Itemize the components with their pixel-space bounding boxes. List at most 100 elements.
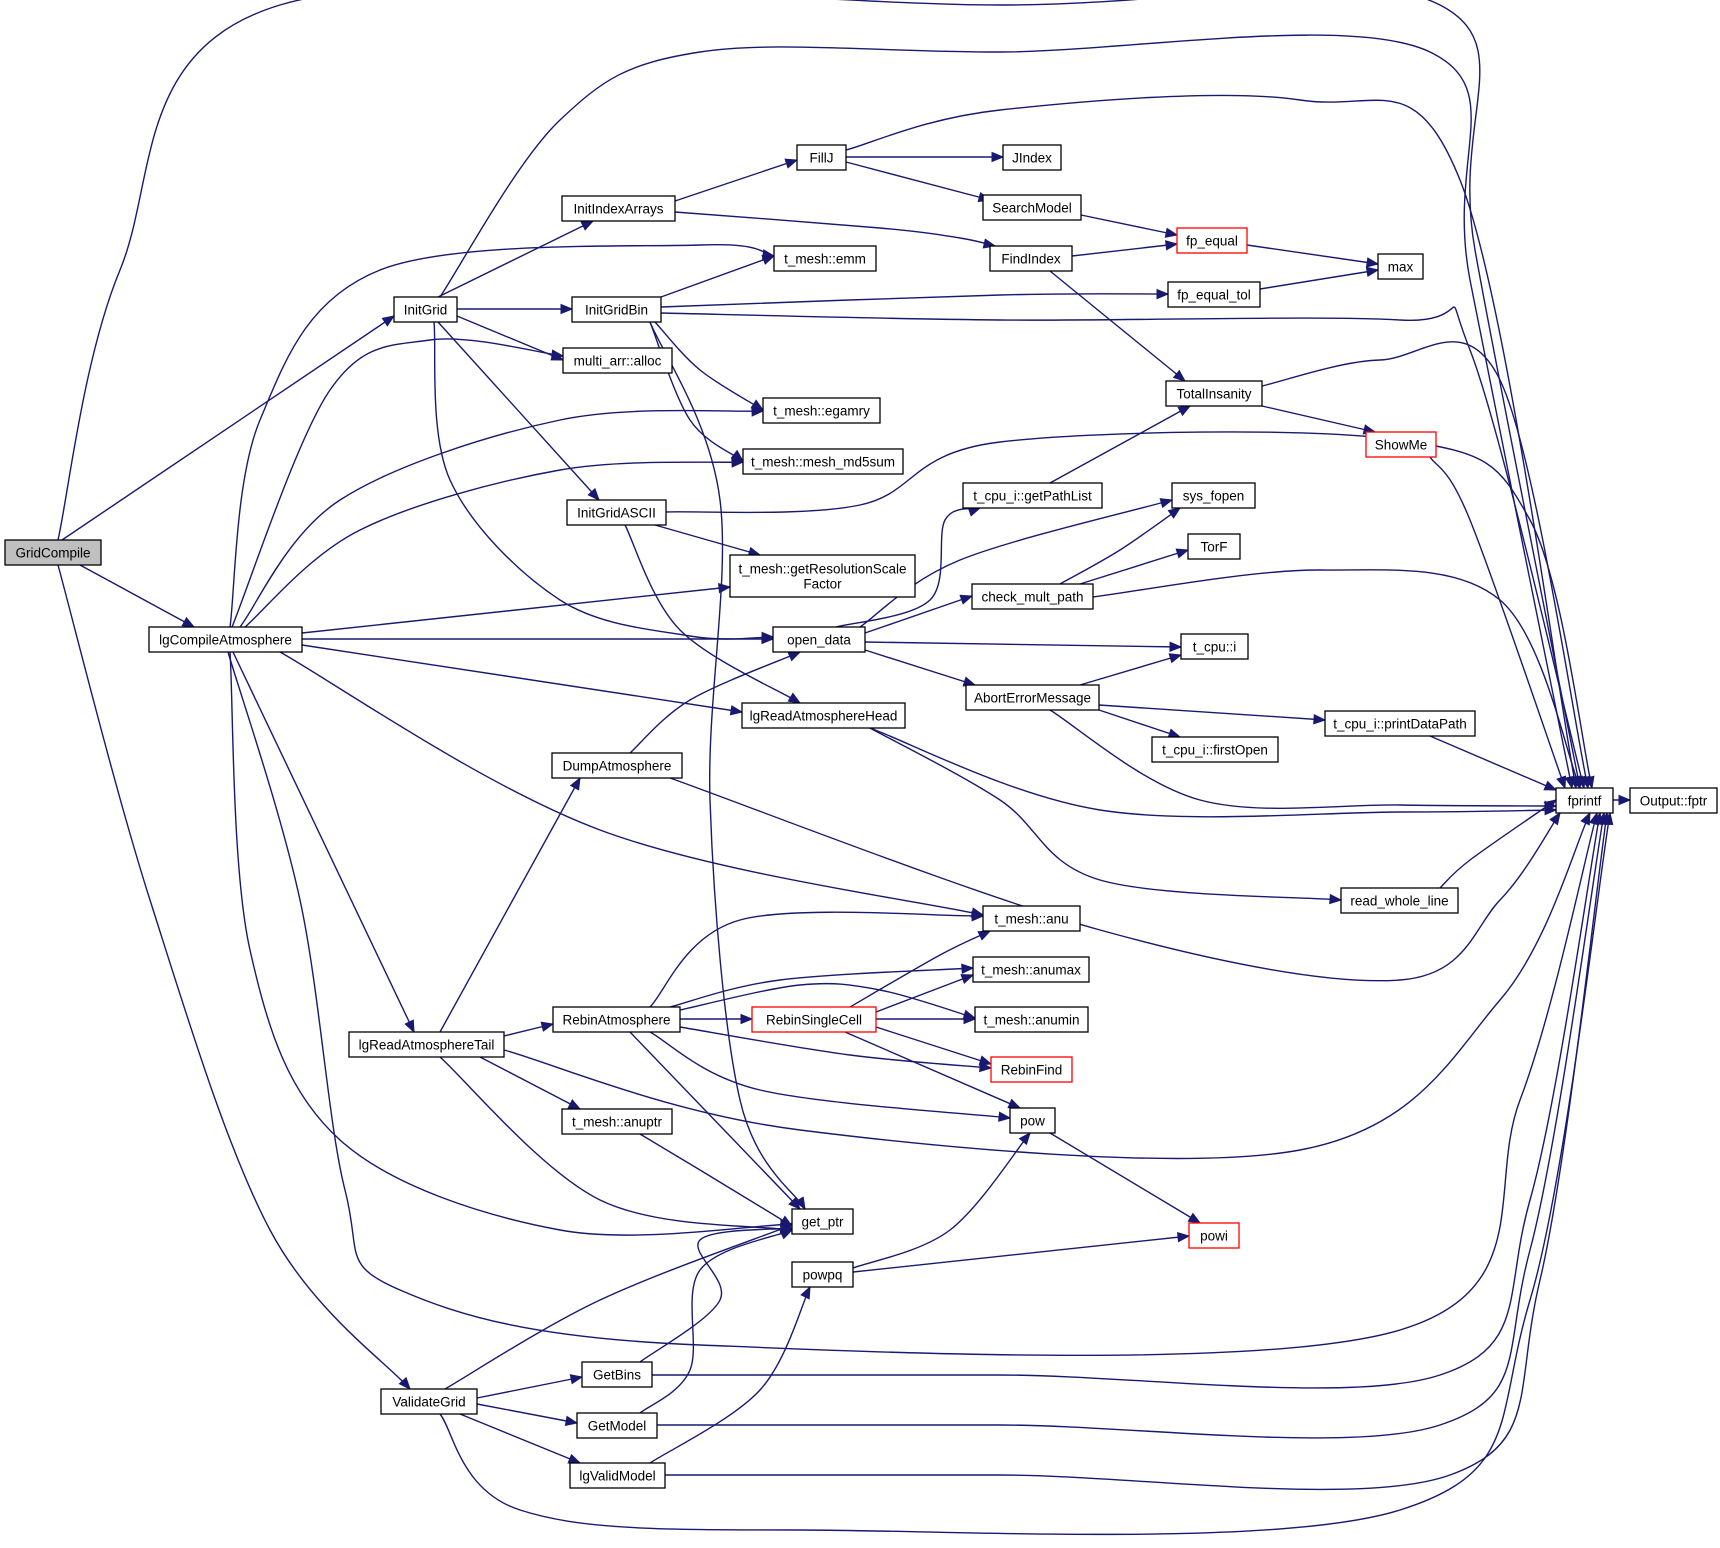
node-fp_equal[interactable]: fp_equal: [1176, 227, 1248, 254]
node-label: t_mesh::anu: [994, 912, 1068, 927]
edge-FindIndex-to-fp_equal: [1071, 240, 1179, 257]
node-t_cpu_i_printDataPath[interactable]: t_cpu_i::printDataPath: [1324, 710, 1476, 737]
node-box: [1340, 887, 1459, 914]
node-fprintf[interactable]: fprintf: [1555, 787, 1614, 814]
edge-arrowhead: [569, 776, 581, 791]
edge-line: [844, 1031, 1021, 1109]
edge-RebinAtmosphere-to-get_ptr: [629, 1031, 801, 1210]
node-t_mesh_anumin[interactable]: t_mesh::anumin: [974, 1006, 1089, 1033]
node-InitGridASCII[interactable]: InitGridASCII: [566, 499, 667, 526]
edge-ValidateGrid-to-lgValidModel: [459, 1413, 582, 1464]
edge-arrowhead: [1580, 811, 1591, 826]
edge-t_cpu_i_printDataPath-to-fprintf: [1429, 735, 1558, 791]
node-box: [1002, 144, 1062, 171]
edge-line: [1049, 405, 1191, 484]
node-t_mesh_anuptr[interactable]: t_mesh::anuptr: [561, 1108, 673, 1135]
node-label: Output::fptr: [1640, 794, 1708, 809]
node-GetModel[interactable]: GetModel: [576, 1412, 658, 1439]
node-t_mesh_egamry[interactable]: t_mesh::egamry: [762, 397, 881, 424]
edge-line: [229, 244, 775, 628]
node-t_cpu_i_firstOpen[interactable]: t_cpu_i::firstOpen: [1151, 736, 1279, 763]
edge-lgReadAtmosphereTail-to-DumpAtmosphere: [439, 776, 581, 1033]
node-lgReadAtmosphereHead[interactable]: lgReadAtmosphereHead: [741, 702, 906, 729]
node-RebinFind[interactable]: RebinFind: [990, 1056, 1073, 1083]
node-label: TotalInsanity: [1176, 387, 1251, 402]
node-GetBins[interactable]: GetBins: [581, 1361, 653, 1388]
node-powpq[interactable]: powpq: [791, 1261, 854, 1288]
node-max[interactable]: max: [1377, 253, 1424, 280]
node-box: [561, 195, 676, 222]
node-multi_arr_alloc[interactable]: multi_arr::alloc: [562, 347, 673, 374]
edge-AbortErrorMessage-to-fprintf: [1049, 709, 1558, 812]
node-FindIndex[interactable]: FindIndex: [989, 245, 1073, 272]
node-t_mesh_anumax[interactable]: t_mesh::anumax: [972, 956, 1090, 983]
node-get_ptr[interactable]: get_ptr: [791, 1208, 854, 1235]
node-TorF[interactable]: TorF: [1187, 533, 1241, 560]
node-t_mesh_mesh_md5sum[interactable]: t_mesh::mesh_md5sum: [742, 448, 904, 475]
node-box: [551, 752, 683, 779]
edge-arrowhead: [1164, 227, 1179, 238]
edge-lgCompileAtmosphere-to-t_mesh_mesh_md5sum: [244, 457, 745, 628]
edge-line: [656, 812, 1605, 1439]
node-label: RebinFind: [1001, 1063, 1063, 1078]
node-lgValidModel[interactable]: lgValidModel: [569, 1462, 666, 1489]
node-Output_fptr[interactable]: Output::fptr: [1629, 787, 1718, 814]
node-lgReadAtmosphereTail[interactable]: lgReadAtmosphereTail: [348, 1031, 505, 1058]
edge-fp_equal-to-max: [1246, 244, 1380, 268]
node-GridCompile[interactable]: GridCompile: [4, 539, 102, 566]
node-label: get_ptr: [801, 1215, 844, 1230]
edge-arrowhead: [740, 1013, 754, 1025]
edge-arrowhead: [960, 974, 975, 984]
edge-line: [649, 321, 806, 1210]
edge-arrowhead: [580, 220, 595, 231]
edge-FindIndex-to-TotalInsanity: [1049, 270, 1187, 382]
node-InitGrid[interactable]: InitGrid: [393, 296, 458, 323]
node-label: check_mult_path: [981, 590, 1083, 605]
node-box: [1165, 380, 1263, 407]
node-t_cpu_i_getPathList[interactable]: t_cpu_i::getPathList: [962, 482, 1103, 509]
node-SearchModel[interactable]: SearchModel: [982, 194, 1082, 221]
node-TotalInsanity[interactable]: TotalInsanity: [1165, 380, 1263, 407]
node-FillJ[interactable]: FillJ: [796, 144, 847, 171]
node-InitIndexArrays[interactable]: InitIndexArrays: [561, 195, 676, 222]
node-powi[interactable]: powi: [1188, 1222, 1240, 1249]
node-open_data[interactable]: open_data: [772, 626, 866, 653]
node-t_cpu_i[interactable]: t_cpu::i: [1180, 633, 1249, 660]
node-JIndex[interactable]: JIndex: [1002, 144, 1062, 171]
edge-arrowhead: [991, 151, 1005, 163]
node-ValidateGrid[interactable]: ValidateGrid: [380, 1388, 478, 1415]
node-RebinSingleCell[interactable]: RebinSingleCell: [751, 1006, 877, 1033]
node-ShowMe[interactable]: ShowMe: [1365, 431, 1437, 458]
node-box: [965, 684, 1100, 711]
edge-InitGridBin-to-fp_equal_tol: [660, 288, 1170, 308]
node-box: [772, 626, 866, 653]
node-box: [982, 194, 1082, 221]
node-InitGridBin[interactable]: InitGridBin: [571, 296, 662, 323]
node-t_mesh_anu[interactable]: t_mesh::anu: [982, 905, 1081, 932]
edge-GetBins-to-fprintf: [651, 811, 1604, 1389]
node-RebinAtmosphere[interactable]: RebinAtmosphere: [552, 1006, 681, 1033]
edge-line: [1439, 799, 1557, 889]
node-t_mesh_emm[interactable]: t_mesh::emm: [773, 245, 877, 272]
edge-line: [503, 812, 1591, 1160]
node-box: [972, 956, 1090, 983]
edge-line: [654, 524, 761, 556]
node-check_mult_path[interactable]: check_mult_path: [971, 583, 1094, 610]
edge-arrowhead: [1365, 266, 1380, 278]
node-DumpAtmosphere[interactable]: DumpAtmosphere: [551, 752, 683, 779]
edge-line: [875, 974, 974, 1013]
node-pow[interactable]: pow: [1009, 1107, 1056, 1134]
node-AbortErrorMessage[interactable]: AbortErrorMessage: [965, 684, 1100, 711]
node-box: [393, 296, 458, 323]
edge-line: [869, 727, 1557, 818]
node-box: [990, 1056, 1073, 1083]
edge-fp_equal_tol-to-max: [1259, 266, 1380, 290]
edge-InitGridASCII-to-fprintf: [665, 431, 1595, 790]
node-lgCompileAtmosphere[interactable]: lgCompileAtmosphere: [148, 626, 303, 653]
edge-line: [433, 321, 774, 640]
edge-line: [649, 911, 984, 1008]
node-sys_fopen[interactable]: sys_fopen: [1171, 482, 1256, 509]
node-read_whole_line[interactable]: read_whole_line: [1340, 887, 1459, 914]
node-fp_equal_tol[interactable]: fp_equal_tol: [1167, 281, 1261, 308]
